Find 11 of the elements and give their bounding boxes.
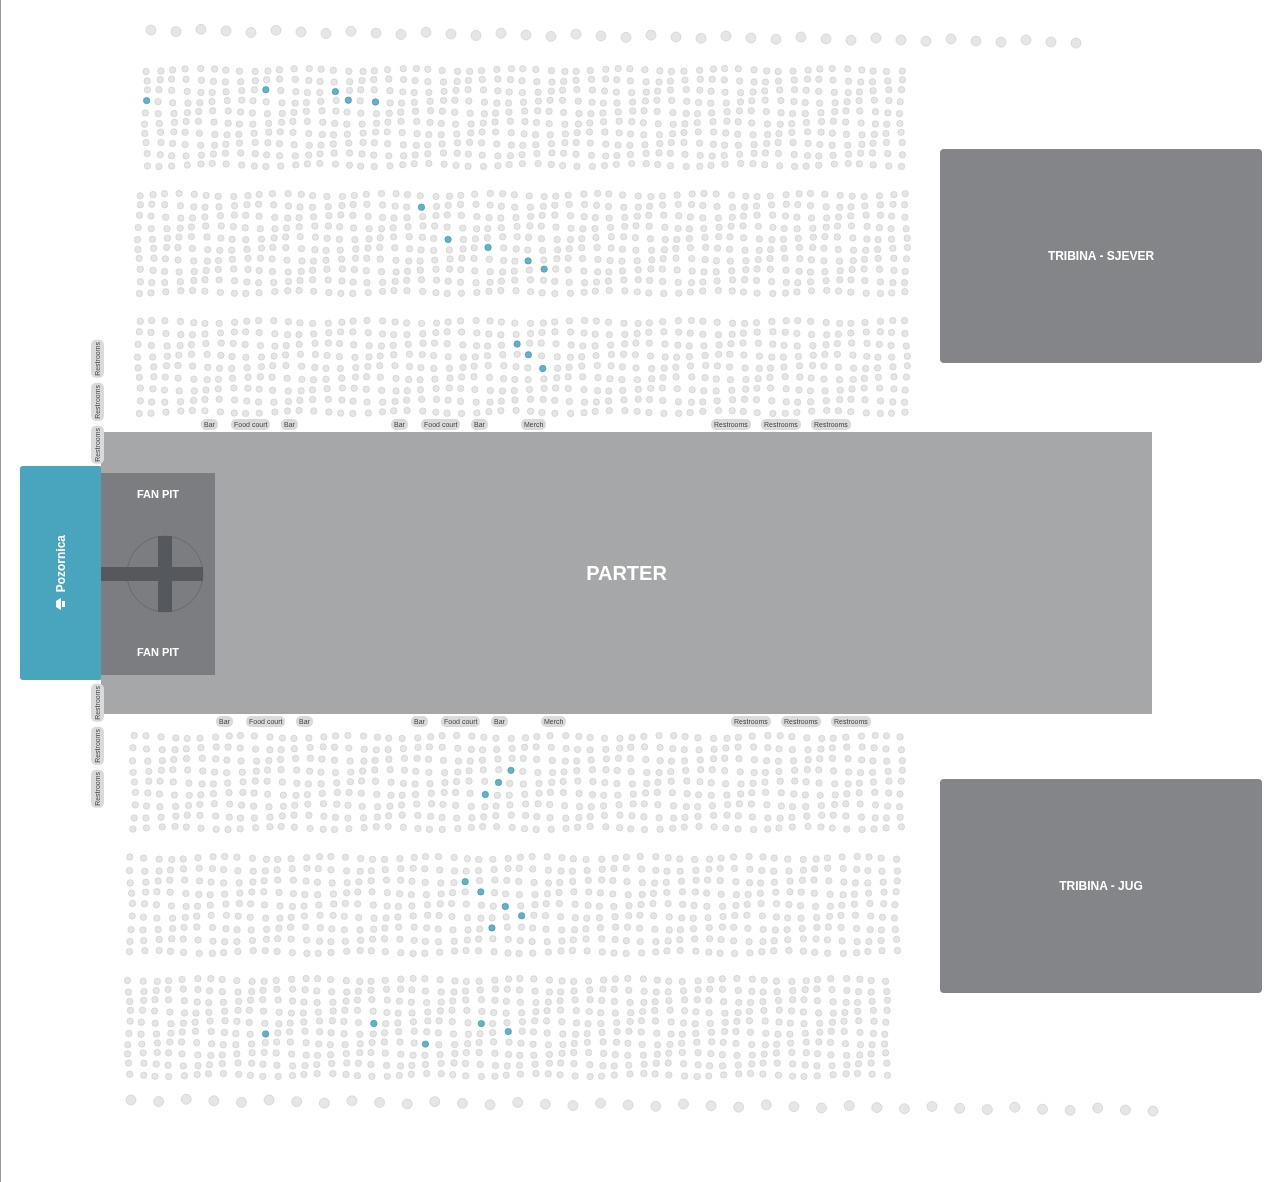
- fan-pit-area: [101, 473, 215, 675]
- area-label: FAN PIT: [135, 488, 181, 500]
- area-label: TRIBINA - SJEVER: [1047, 249, 1155, 263]
- floor-area: [101, 432, 1152, 714]
- area-label: FAN PIT: [135, 646, 181, 658]
- area-label: PARTER: [586, 561, 667, 585]
- grandstand-area: [940, 149, 1262, 363]
- stage-area: [20, 466, 102, 680]
- stage-label: Pozornica: [54, 535, 68, 593]
- area-label: TRIBINA - JUG: [1059, 879, 1143, 893]
- grandstand-area: [940, 779, 1262, 993]
